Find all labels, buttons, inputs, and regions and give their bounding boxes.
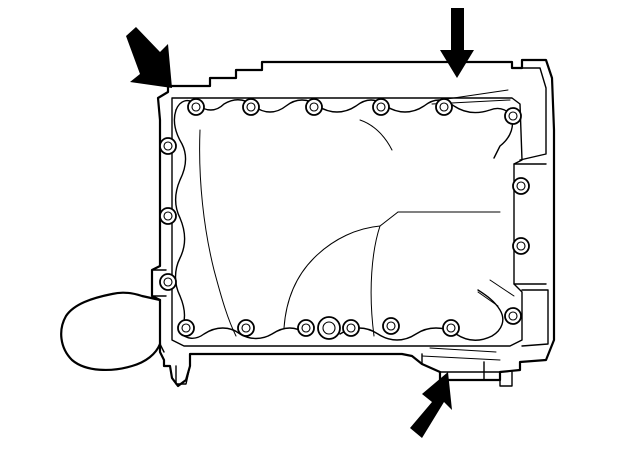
bolt (159, 207, 177, 225)
bolt (297, 319, 315, 337)
bolt (512, 237, 530, 255)
bolt (512, 177, 530, 195)
bolt (504, 307, 522, 325)
arrow-bottom-right (410, 372, 452, 438)
bolt (435, 98, 453, 116)
bolt (504, 107, 522, 125)
bolt-group (159, 98, 530, 340)
arrow-top-left (126, 27, 172, 88)
bolt (372, 98, 390, 116)
gasket-path (173, 99, 514, 341)
pan-internal-contours (199, 89, 515, 361)
bolt (305, 98, 323, 116)
arrow-top-right (440, 8, 474, 78)
bolt (237, 319, 255, 337)
bolt (159, 137, 177, 155)
bolt (159, 273, 177, 291)
bolt (342, 319, 360, 337)
bolt (442, 319, 460, 337)
bolt (382, 317, 400, 335)
bolt (242, 98, 260, 116)
drain-plug (317, 316, 341, 340)
oil-pan-housing (60, 58, 556, 388)
bolt (187, 98, 205, 116)
bolt (177, 319, 195, 337)
